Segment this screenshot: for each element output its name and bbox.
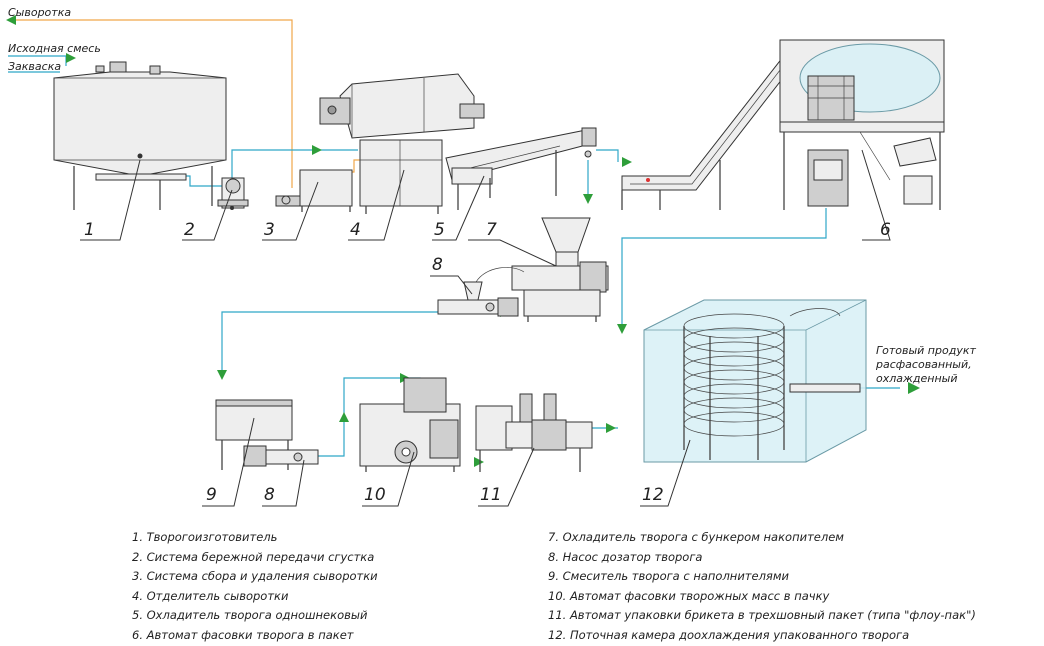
- whey-pipe: [14, 19, 293, 188]
- product-label-1: Готовый продукт: [876, 344, 976, 357]
- legend-item: 8. Насос дозатор творога: [548, 549, 703, 564]
- legend-item: 4. Отделитель сыворотки: [132, 588, 289, 603]
- legend-item: 11. Автомат упаковки брикета в трехшовны…: [548, 608, 976, 623]
- legend-item: 2. Система бережной передачи сгустка: [132, 549, 375, 564]
- arrow-product-out: [908, 382, 920, 394]
- arrow-to-separator: [312, 145, 322, 155]
- product-label-3: охлажденный: [876, 372, 958, 385]
- number-8-top: 8: [432, 255, 443, 275]
- number-10: 10: [364, 485, 386, 505]
- spiral-cooling-chamber: [643, 299, 867, 463]
- number-8-bottom: 8: [264, 485, 275, 505]
- legend-left: 1. Творогоизготовитель 2. Система бережн…: [132, 528, 378, 646]
- legend-right: 7. Охладитель творога с бункером накопит…: [548, 528, 976, 646]
- starter-label: Закваска: [8, 60, 61, 73]
- legend-item: 5. Охладитель творога одношнековый: [132, 608, 368, 623]
- leader-lines: [80, 149, 891, 507]
- number-2: 2: [184, 220, 195, 240]
- legend-item: 10. Автомат фасовки творожных масс в пач…: [548, 588, 830, 603]
- whey-collection-system: [275, 169, 353, 212]
- dosing-pump-top: [437, 267, 525, 317]
- arrow-to-mixer: [217, 370, 227, 380]
- number-12: 12: [642, 485, 664, 505]
- legend-item: 7. Охладитель творога с бункером накопит…: [548, 530, 844, 544]
- number-4: 4: [350, 220, 361, 240]
- packed-product-pipe: [621, 208, 827, 326]
- number-5: 5: [434, 220, 445, 240]
- whey-label: Сыворотка: [8, 6, 71, 19]
- flow-pack-machine: [475, 393, 593, 472]
- transfer-pump-system: [217, 177, 249, 210]
- equipment-numbers: 1 2 3 4 5 6 7 8 9 8 10 11 12: [84, 220, 891, 505]
- arrow-to-cold-chamber: [606, 423, 616, 433]
- number-3: 3: [264, 220, 275, 240]
- pack-filling-machine: [359, 377, 461, 472]
- arrow-to-chiller: [583, 194, 593, 204]
- legend-item: 12. Поточная камера доохлаждения упакова…: [548, 627, 910, 642]
- screw-chiller: [445, 127, 597, 210]
- legend-item: 3. Система сбора и удаления сыворотки: [132, 569, 378, 584]
- product-label-2: расфасованный,: [875, 358, 972, 371]
- number-9: 9: [206, 485, 217, 505]
- pipes: [8, 19, 900, 457]
- arrow-to-flowpack: [474, 457, 484, 467]
- arrow-mix-in: [66, 53, 76, 63]
- chiller-with-hopper: [511, 217, 609, 322]
- spiral-conveyor: [683, 308, 841, 460]
- flow-arrows: [6, 15, 920, 467]
- number-7: 7: [486, 220, 497, 240]
- arrow-to-chamber: [617, 324, 627, 334]
- whey-separator: [319, 73, 485, 214]
- legend-item: 1. Творогоизготовитель: [132, 530, 278, 544]
- elevator-conveyor: [621, 47, 801, 210]
- curd-vat: [53, 61, 227, 210]
- arrow-up-to-filler: [339, 412, 349, 422]
- number-11: 11: [480, 485, 502, 505]
- arrow-to-elevator: [622, 157, 632, 167]
- dosing-pump-bottom: [243, 445, 319, 467]
- flow-labels: Сыворотка Исходная смесь Закваска Готовы…: [8, 6, 976, 385]
- curd-mixer: [215, 399, 293, 470]
- number-1: 1: [84, 220, 95, 240]
- number-6: 6: [880, 220, 891, 240]
- arrow-whey-out: [6, 15, 16, 25]
- legend-item: 9. Смеситель творога с наполнителями: [548, 569, 789, 584]
- mix-label: Исходная смесь: [8, 42, 101, 55]
- legend-item: 6. Автомат фасовки творога в пакет: [132, 627, 354, 642]
- bag-packing-machine: [779, 39, 945, 210]
